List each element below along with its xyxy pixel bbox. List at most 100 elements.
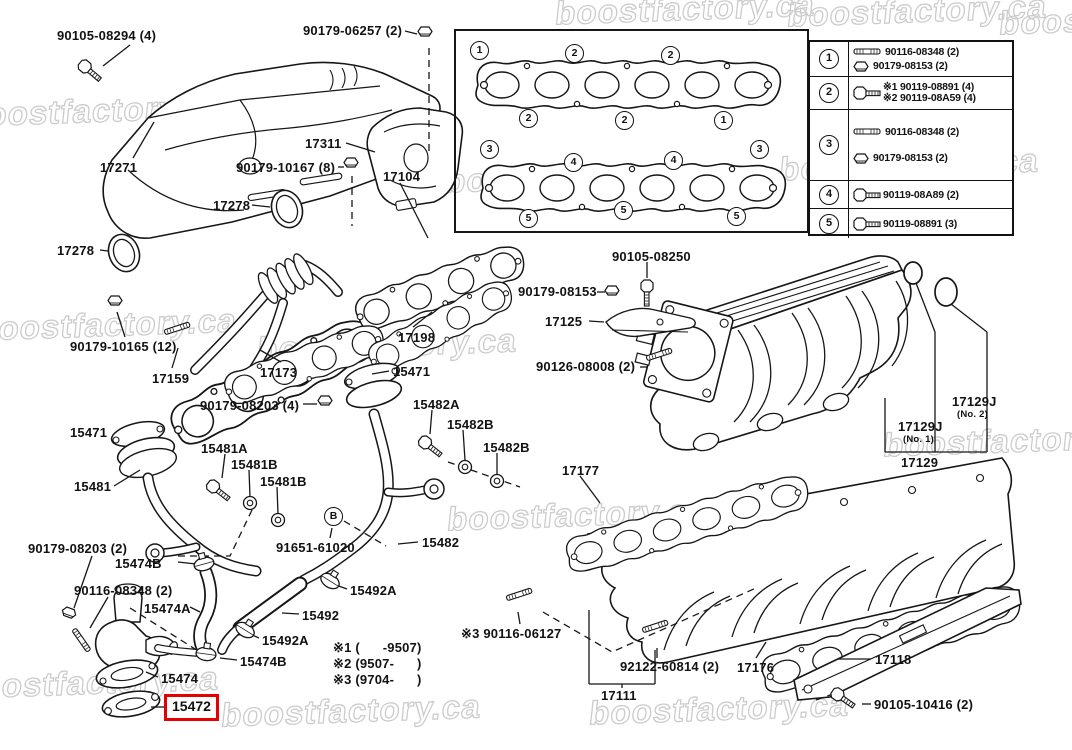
gasket-callout: 1 [714,111,733,130]
bolt-icon [853,187,881,202]
bracket-17118-drawing [793,587,1022,701]
part-label-15481B: 15481B [260,474,307,489]
part-label-15481B: 15481B [231,457,278,472]
part-label-17176: 17176 [737,660,775,675]
gasket-callout: 1 [470,41,489,60]
part-label-90179-08203-4: 90179-08203 (4) [200,398,300,413]
part-label-90116-08348-2: 90116-08348 (2) [74,583,173,598]
o-ring-17129J-drawing [903,261,958,307]
nut-icon [317,395,333,406]
part-label-15481A: 15481A [201,441,248,456]
legend-num-1: 1 [819,49,839,69]
note-2: ※2 (9507- ) [333,656,422,671]
part-label-17198: 17198 [398,330,436,345]
legend-num-4: 4 [819,184,839,205]
part-label-15472: 15472 [172,698,211,714]
legend-part: 90119-08891 (3) [883,217,958,230]
washer-icon [489,473,505,489]
intake-plenum-drawing [634,255,912,452]
note-3: ※3 (9704- ) [333,672,422,687]
bolt-icon [640,279,654,307]
legend-row-2: 2 ※1 90119-08891 (4) ※2 90119-08A59 (4) [810,77,1012,110]
part-label-15492A: 15492A [262,633,309,648]
legend-part: 90116-08348 (2) [885,45,960,58]
part-label-90179-08203-2: 90179-08203 (2) [28,541,128,556]
ring-17278-drawing [107,189,304,273]
legend-part: 90179-08153 (2) [873,60,948,73]
nut-icon [60,605,78,620]
legend-part: 90116-08348 (2) [885,125,960,138]
stud-icon [853,48,881,55]
highlighted-part-box-15472: 15472 [164,694,219,721]
part-label-17278: 17278 [213,198,251,213]
bolt-icon [416,433,446,461]
part-label-17129J-no2: 17129J [952,394,997,409]
bolt-icon [853,216,881,231]
part-label-17311: 17311 [305,136,342,151]
note-1: ※1 ( -9507) [333,640,422,655]
gasket-callout: 5 [727,207,746,226]
stud-icon [505,587,533,602]
part-label-15492: 15492 [302,608,340,623]
part-label-17129J-no1: 17129J [898,419,943,434]
part-label-17104: 17104 [383,169,421,184]
legend-row-4: 4 90119-08A89 (2) [810,181,1012,209]
part-label-90179-08153: 90179-08153 [518,284,597,299]
part-label-no1: (No. 1) [903,434,934,445]
gasket-15472-drawing [101,690,161,718]
legend-part: 90179-08153 (2) [873,152,948,165]
heat-shield-17311-drawing [366,107,464,211]
part-label-17111: 17111 [601,688,637,703]
oil-pipe-15482-drawing [298,362,445,586]
nut-icon [343,157,359,168]
gasket-callout: 3 [750,140,769,159]
legend-part: ※1 90119-08891 (4) [883,81,975,93]
part-label-17278: 17278 [57,243,95,258]
gasket-callout: 5 [614,201,633,220]
part-label-17118: 17118 [875,652,912,667]
part-label-90179-10165: 90179-10165 (12) [70,339,177,354]
part-label-15482B: 15482B [483,440,530,455]
fastener-legend-table: 1 90116-08348 (2) 90179-08153 (2) 2 ※1 9… [808,40,1014,238]
part-label-17177: 17177 [562,463,600,478]
legend-part: 90119-08A89 (2) [883,188,959,201]
gasket-callout: 4 [664,151,683,170]
part-label-17129: 17129 [901,455,939,470]
gasket-callout: 5 [519,209,538,228]
bracket-17125-drawing [605,307,696,338]
legend-row-1: 1 90116-08348 (2) 90179-08153 (2) [810,42,1012,77]
part-label-90105-08250: 90105-08250 [612,249,691,264]
nut-icon [107,295,123,306]
part-label-90105-10416: 90105-10416 (2) [874,697,974,712]
nut-icon [853,61,869,72]
part-label-15492A: 15492A [350,583,397,598]
part-label-17125: 17125 [545,314,583,329]
nut-icon [604,285,620,296]
part-label-15471: 15471 [393,364,431,379]
legend-part: ※2 90119-08A59 (4) [883,92,976,104]
part-label-90179-06257: 90179-06257 (2) [303,23,403,38]
head-gasket-upper-drawing [475,60,782,109]
nut-icon [853,153,869,164]
oil-pipe-15481-drawing [110,420,262,577]
legend-num-2: 2 [819,83,839,103]
bolt-icon [853,86,881,100]
gasket-callout: 3 [480,140,499,159]
gasket-callout: 2 [661,46,680,65]
part-label-15471: 15471 [70,425,108,440]
hose-15474A-drawing [193,565,218,659]
part-label-15474B: 15474B [115,556,162,571]
bolt-icon [204,477,234,505]
part-label-15482A: 15482A [413,397,460,412]
part-label-17159: 17159 [152,371,190,386]
part-label-90116-06127: ※3 90116-06127 [461,626,562,641]
part-label-90179-10167: 90179-10167 (8) [236,160,336,175]
bolt-icon [75,57,105,85]
stud-icon [163,321,191,336]
part-label-15474A: 15474A [144,601,191,616]
stud-icon [853,128,881,135]
head-gasket-lower-drawing [480,163,787,212]
gasket-callout: 4 [564,153,583,172]
